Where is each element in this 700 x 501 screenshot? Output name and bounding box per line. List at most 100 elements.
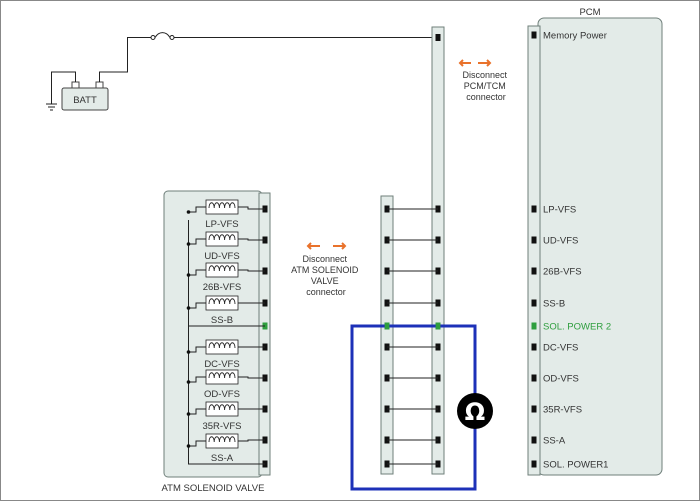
coil-common-lead [188, 346, 206, 353]
pcm-pin-terminal [531, 322, 537, 330]
valve-disconnect-note: Disconnect ATM SOLENOID VALVE connector [291, 254, 361, 297]
pcm-pin-label: Memory Power [543, 31, 607, 42]
pcm-pin-terminal [531, 343, 537, 351]
pcm-connector-strip [527, 25, 541, 476]
coil-frame [205, 433, 239, 449]
pcm-pin: UD-VFS [531, 236, 578, 247]
solenoid-label: OD-VFS [204, 389, 240, 400]
coil-frame [205, 369, 239, 385]
bus-junction [186, 444, 191, 448]
valve-note-line-1: Disconnect [302, 254, 347, 264]
solenoid-coil: SS-B [186, 295, 265, 326]
battery-label: BATT [73, 95, 97, 106]
coil-signal-lead [238, 238, 265, 241]
solenoid-coil: OD-VFS [186, 369, 265, 400]
pcm-pin: SS-A [531, 436, 566, 447]
coil-winding [208, 342, 236, 349]
pcm-disconnect-note: Disconnect PCM/TCM connector [462, 70, 509, 102]
coil-common-lead [188, 269, 206, 276]
pcm-pin: SOL. POWER 2 [531, 322, 611, 333]
valve-note-line-2: ATM SOLENOID [291, 265, 359, 275]
pcm-pin-label: SS-A [543, 436, 566, 447]
solenoid-coil: 35R-VFS [186, 401, 265, 432]
pcm-pin: SOL. POWER1 [531, 460, 608, 471]
atm-solenoid-valve-title: ATM SOLENOID VALVE [162, 483, 265, 494]
battery-positive-wire [99, 37, 151, 82]
solenoid-label: SS-A [211, 453, 234, 464]
ohmmeter-test-lead-loop [350, 324, 477, 491]
solenoid-group: LP-VFS UD-VFS 26B-VFS SS-B DC-VFS OD-VFS 35R-V… [186, 199, 268, 468]
coil-frame [205, 339, 239, 355]
pcm-note-line-1: Disconnect [462, 70, 507, 80]
coil-winding [208, 298, 236, 305]
pcm-pin: DC-VFS [531, 343, 578, 354]
solenoid-label: SS-B [211, 315, 233, 326]
battery-terminal-negative [71, 81, 80, 89]
coil-signal-lead [238, 269, 265, 272]
pcm-pin-terminal [531, 205, 537, 213]
ohmmeter-body [457, 393, 493, 429]
coil-signal-lead [238, 439, 265, 442]
bus-junction [186, 380, 191, 384]
valve-disconnect-arrows [306, 242, 347, 250]
bus-junction [186, 412, 191, 416]
harness-connector-strip [380, 195, 394, 475]
solenoid-label: DC-VFS [204, 359, 239, 370]
pcm-pin-terminal [531, 236, 537, 244]
atm-solenoid-connector-strip [258, 192, 271, 476]
coil-winding [208, 234, 236, 241]
solenoid-coil: LP-VFS [186, 199, 265, 230]
pcm-pin-label: LP-VFS [543, 205, 576, 216]
valve-note-line-3: VALVE [311, 276, 339, 286]
coil-signal-lead [238, 376, 265, 379]
solenoid-label: 35R-VFS [202, 421, 241, 432]
pcm-pin: Memory Power [531, 31, 607, 42]
pcm-pin-label: SOL. POWER1 [543, 460, 608, 471]
pcm-connector-pin [435, 34, 441, 41]
test-point-pcm-connector [435, 323, 441, 329]
pcm-pin-terminal [531, 374, 537, 382]
pcm-pin-label: SOL. POWER 2 [543, 322, 611, 333]
solenoid-label: LP-VFS [205, 219, 238, 230]
ohmmeter-icon: Ω [457, 393, 493, 429]
pcm-pin-label: UD-VFS [543, 236, 578, 247]
pcm-tcm-connector-strip [431, 26, 445, 475]
pcm-pin-label: SS-B [543, 299, 565, 310]
solenoid-coil: 26B-VFS [186, 262, 265, 293]
solenoid-label: 26B-VFS [203, 282, 242, 293]
solenoid-coil: UD-VFS [186, 231, 265, 262]
pcm-pin: SS-B [531, 299, 565, 310]
coil-frame [205, 401, 239, 417]
coil-frame [205, 262, 239, 278]
pcm-pin-terminal [531, 436, 537, 444]
solenoid-common-bus [188, 220, 265, 465]
pcm-pin-terminal [531, 267, 537, 275]
battery-terminal-positive [95, 81, 104, 89]
pcm-pin-terminal [531, 299, 537, 307]
coil-signal-lead [238, 206, 265, 210]
solenoid-label: UD-VFS [204, 251, 239, 262]
coil-winding [208, 202, 236, 209]
bus-junction [186, 242, 191, 246]
bus-junction [186, 350, 191, 354]
bus-junction [186, 273, 191, 277]
coil-frame [205, 199, 239, 215]
pcm-pin-terminal [531, 405, 537, 413]
pcm-pin-terminal [531, 31, 537, 39]
coil-common-lead [188, 206, 206, 213]
ground-icon [46, 103, 57, 111]
bus-junction [186, 210, 191, 214]
pcm-note-line-2: PCM/TCM [464, 81, 506, 91]
coil-common-lead [188, 440, 206, 447]
test-point-harness [384, 323, 390, 329]
pcm-pin-label: DC-VFS [543, 343, 578, 354]
coil-winding [208, 372, 236, 379]
coil-common-lead [188, 302, 206, 309]
coil-common-lead [188, 376, 206, 383]
valve-note-line-4: connector [306, 287, 346, 297]
pcm-pin-group: Memory PowerLP-VFSUD-VFS26B-VFSSS-BSOL. … [531, 31, 611, 471]
coil-common-lead [188, 238, 206, 245]
coil-winding [208, 404, 236, 411]
